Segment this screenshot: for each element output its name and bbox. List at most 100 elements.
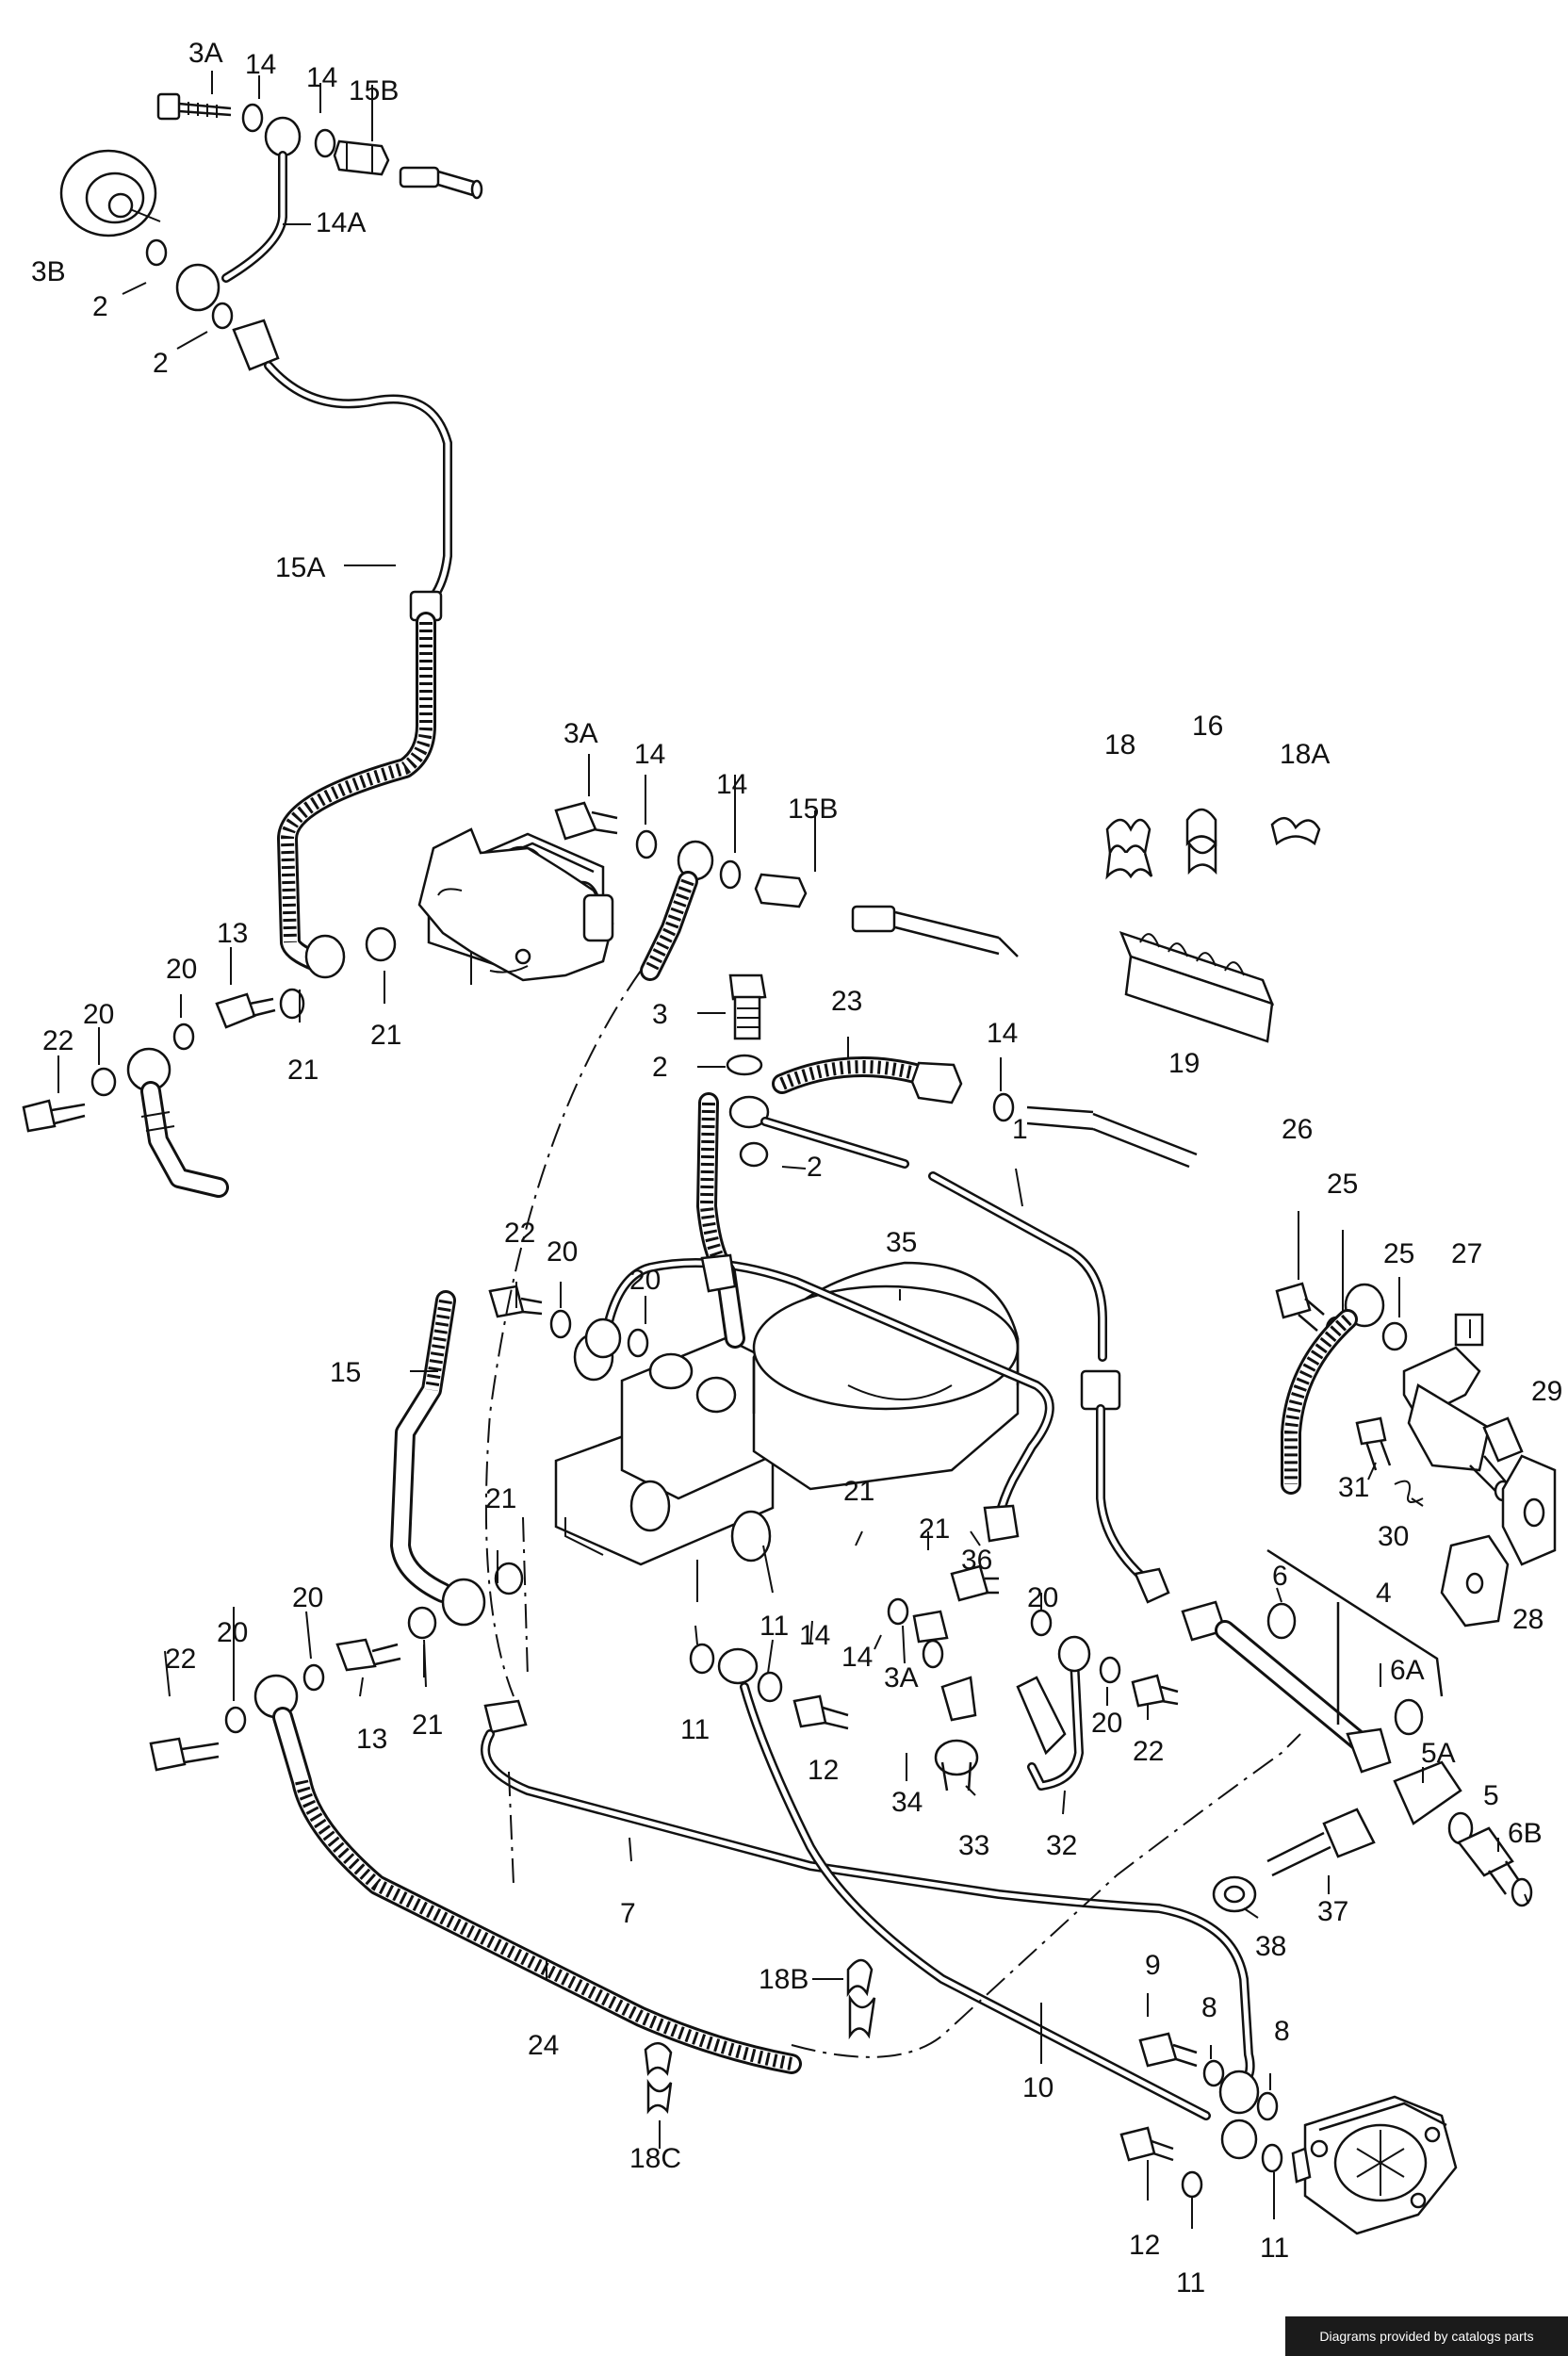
washer-2-part-b [211,302,234,330]
label-27: 27 [1451,1238,1482,1269]
credit-banner[interactable]: Diagrams provided by catalogs parts [1285,2316,1568,2356]
label-3: 3 [652,999,668,1030]
hose-vertical-part [696,1092,745,1349]
label-2-c: 2 [652,1052,668,1083]
label-30: 30 [1378,1521,1409,1552]
fuel-line-10-part [717,1647,1258,2160]
mid-top-row [554,801,1019,981]
label-6: 6 [1272,1561,1288,1592]
washer-2-part [145,238,168,267]
part-labels: 3A 14 14 15B 14A 3B 2 2 15A 3A 14 14 15B… [31,38,1562,2299]
label-35: 35 [886,1227,917,1258]
label-1: 1 [1012,1114,1028,1145]
banjo-eye-lower-part [304,934,346,979]
bolt-3-part [726,973,769,1168]
pipe-15A-part [232,319,452,972]
label-18C: 18C [629,2143,681,2174]
banjo-fitting-14A-part [221,116,302,283]
label-14-mid-b: 14 [716,769,747,800]
label-3A-low: 3A [884,1662,919,1693]
label-33: 33 [958,1830,989,1861]
label-14-top-b: 14 [306,62,337,93]
fuel-line-1-part [728,1095,1170,1604]
label-31: 31 [1338,1472,1369,1503]
label-21-e: 21 [919,1513,950,1545]
washer-21-part [365,926,397,962]
label-12-b: 12 [1129,2230,1160,2261]
label-24: 24 [528,2030,559,2061]
label-20-a: 20 [166,954,197,985]
label-37: 37 [1317,1896,1348,1927]
label-18A: 18A [1280,739,1330,770]
leader-lines [57,71,1529,2229]
label-6A: 6A [1390,1655,1425,1686]
label-20-d: 20 [629,1265,661,1296]
label-21-b: 21 [287,1055,318,1086]
reference-lines [484,970,1301,2058]
bolt-3A-top-part [156,92,232,121]
lower-center-parts [689,1564,1179,1792]
label-22-c: 22 [165,1644,196,1675]
top-assembly [59,92,483,979]
label-12-a: 12 [808,1755,839,1786]
label-19: 19 [1168,1048,1200,1079]
gaskets-28-29 [1440,1454,1557,1628]
banjo-eye-part [175,263,220,312]
bolt-31-clip-30 [1355,1416,1424,1503]
washer-14-part-b [314,128,336,158]
label-20-g: 20 [1027,1582,1058,1613]
label-5: 5 [1483,1780,1499,1811]
label-14-c: 14 [987,1018,1018,1049]
label-20-e: 20 [292,1582,323,1613]
label-21-a: 21 [370,1020,401,1051]
pipe-22-20-mid-part [488,1284,622,1359]
label-9: 9 [1145,1950,1161,1981]
label-38: 38 [1255,1931,1286,1962]
label-15B-mid: 15B [788,794,838,825]
label-22-d: 22 [1133,1736,1164,1767]
label-20-h: 20 [1091,1708,1122,1739]
label-11-a: 11 [760,1611,789,1642]
label-20-f: 20 [217,1617,248,1648]
label-11-c: 11 [1176,2267,1205,2299]
label-6B: 6B [1508,1818,1543,1849]
label-10: 10 [1022,2072,1054,2103]
label-11-b: 11 [680,1714,710,1745]
label-25-b: 25 [1383,1238,1414,1269]
label-18: 18 [1104,729,1135,761]
label-15B-top: 15B [349,75,399,106]
clips-top-right [1105,808,1321,1043]
label-8-a: 8 [1201,1992,1217,2023]
label-2-a: 2 [92,291,108,322]
label-16: 16 [1192,711,1223,742]
label-18B: 18B [759,1964,808,1995]
label-2-b: 2 [153,348,169,379]
left-mid-assembly [22,988,305,1198]
label-14-d: 14 [799,1620,830,1651]
fuel-pump-part [1291,2095,1458,2235]
label-22-b: 22 [504,1218,535,1249]
lower-left-assembly [149,1606,802,2074]
label-8-b: 8 [1274,2016,1290,2047]
label-4: 4 [1376,1578,1392,1609]
regulator-block-part [554,1336,784,1602]
label-11-d: 11 [1260,2233,1289,2264]
label-3A-mid: 3A [564,718,598,749]
lower-right-fittings [1119,2032,1283,2199]
label-21-c: 21 [485,1483,516,1514]
label-22-a: 22 [42,1025,74,1056]
label-14A: 14A [316,207,366,238]
label-13-a: 13 [217,918,248,949]
label-2-d: 2 [807,1152,823,1183]
label-23: 23 [831,986,862,1017]
fuel-pump-lines-4-5 [1181,1548,1533,1907]
label-36: 36 [961,1545,992,1576]
label-5A: 5A [1421,1738,1456,1769]
label-3B: 3B [31,256,66,287]
label-29: 29 [1531,1376,1562,1407]
label-34: 34 [891,1787,923,1818]
hose-15-part [390,1290,524,1627]
air-flow-meter-part [752,1261,1020,1491]
label-15A: 15A [275,552,325,583]
